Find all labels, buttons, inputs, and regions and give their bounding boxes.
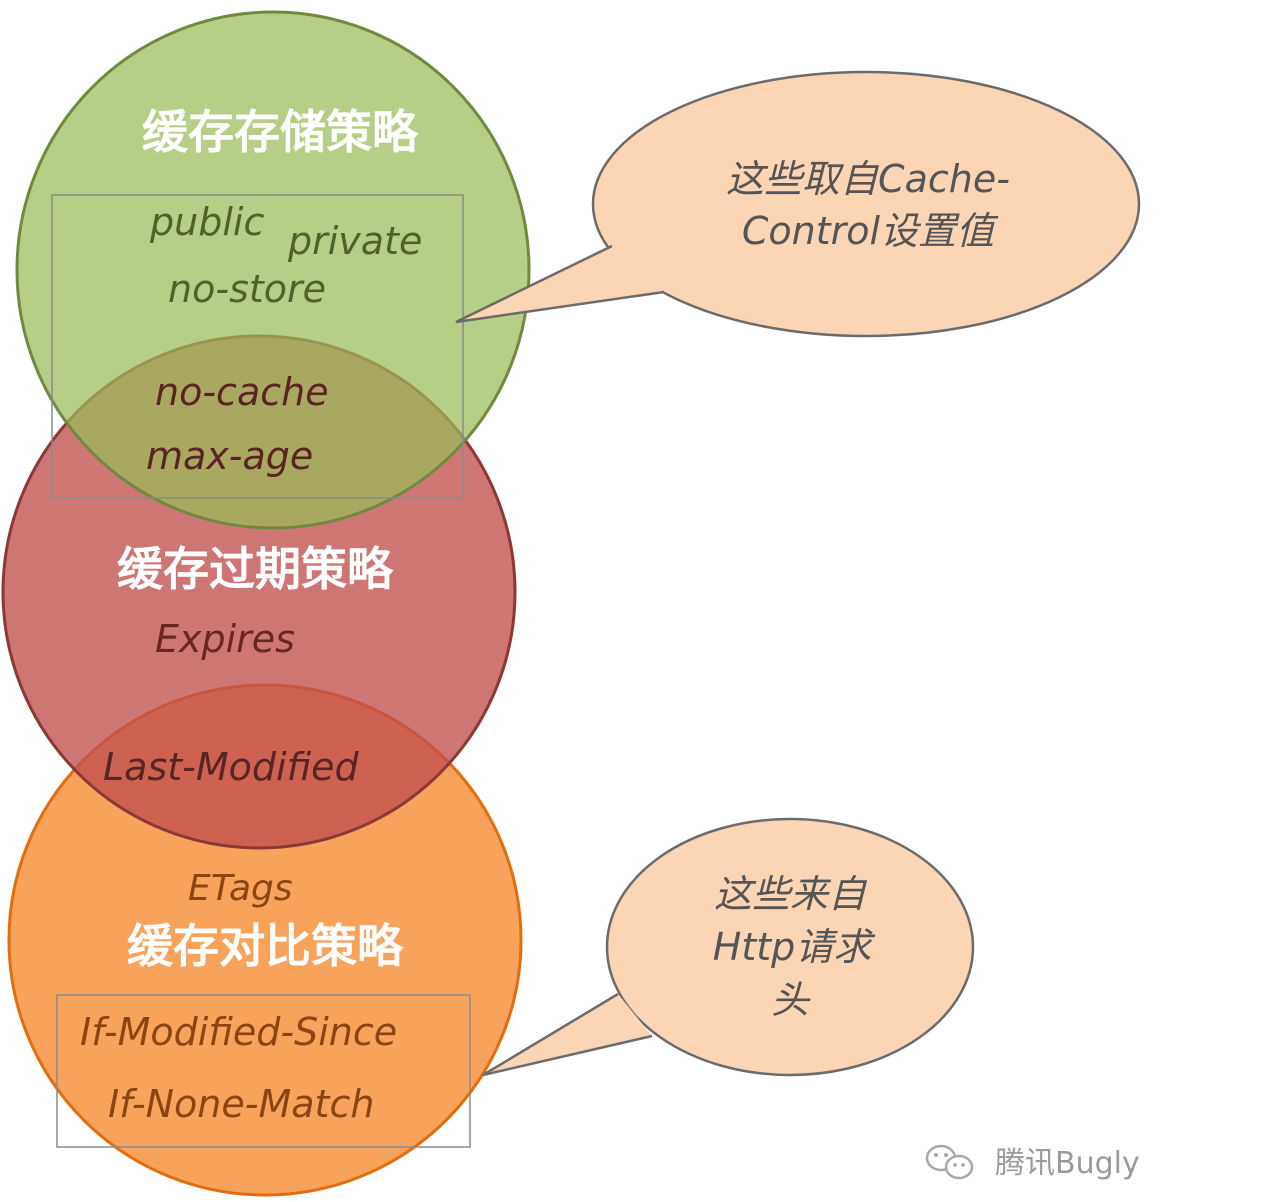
request-header-box — [56, 994, 471, 1148]
cache-control-callout-line1: 这些取自Cache- — [726, 157, 1010, 201]
cache-control-box — [51, 194, 464, 499]
watermark-text: 腾讯Bugly — [995, 1146, 1140, 1181]
compare-strategy-title: 缓存对比策略 — [127, 919, 404, 973]
storage-strategy-title: 缓存存储策略 — [142, 105, 419, 159]
term-last-modified: Last-Modified — [103, 745, 360, 789]
term-no-cache: no-cache — [155, 370, 329, 414]
term-no-store: no-store — [168, 267, 326, 311]
storage-strategy-circle — [15, 10, 531, 530]
term-if-modified-since: If-Modified-Since — [80, 1010, 397, 1054]
http-request-callout-line2: Http请求 — [713, 925, 876, 969]
wechat-icon — [925, 1144, 974, 1180]
term-expires: Expires — [155, 617, 295, 661]
cache-control-callout-shape — [455, 70, 1141, 338]
term-private: private — [287, 219, 422, 263]
http-request-callout-shape — [482, 817, 975, 1077]
http-request-callout-line3: 头 — [771, 978, 811, 1022]
term-etags: ETags — [188, 868, 293, 909]
term-public: public — [149, 200, 264, 244]
http-request-callout-line1: 这些来自 — [714, 872, 868, 916]
expiry-strategy-title: 缓存过期策略 — [117, 542, 394, 596]
term-max-age: max-age — [146, 434, 313, 478]
term-if-none-match: If-None-Match — [108, 1082, 374, 1126]
cache-control-callout-line2: Control设置值 — [742, 209, 999, 253]
